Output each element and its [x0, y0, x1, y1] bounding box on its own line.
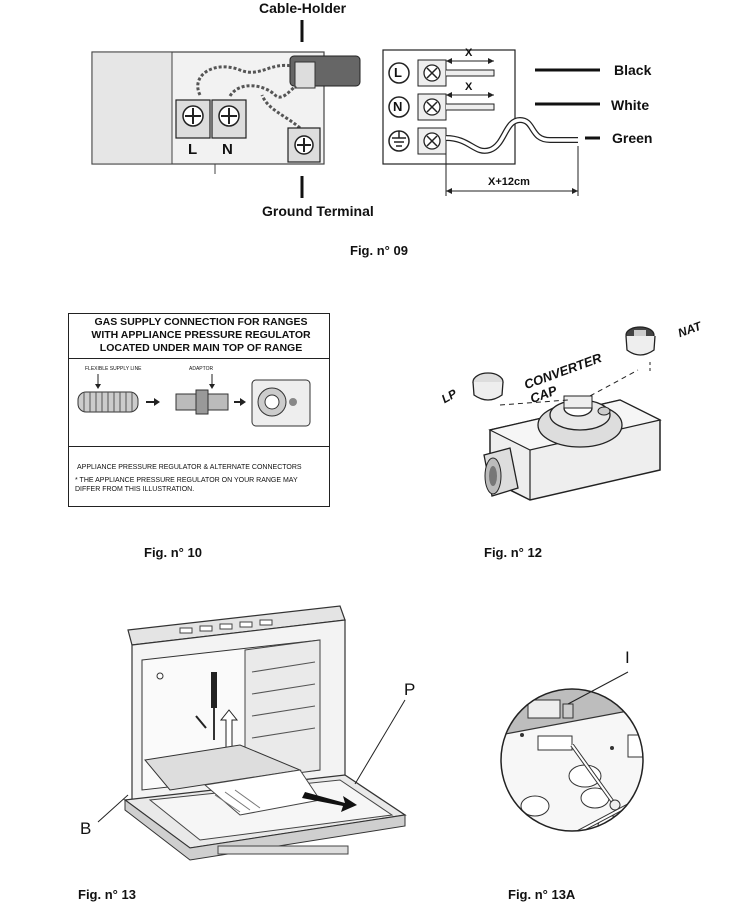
panel-footer-line2: * THE APPLIANCE PRESSURE REGULATOR ON YO…	[75, 477, 298, 493]
panel-heading: GAS SUPPLY CONNECTION FOR RANGES WITH AP…	[91, 316, 311, 354]
circle-n-label: N	[393, 99, 403, 114]
fig13-caption: Fig. n° 13	[78, 887, 136, 902]
fig12-caption: Fig. n° 12	[484, 545, 542, 560]
flexible-supply-line-label: FLEXIBLE SUPPLY LINE	[85, 366, 142, 372]
dimension-x-middle: X	[465, 81, 473, 93]
terminal-l-label: L	[188, 141, 198, 158]
fig10-caption: Fig. n° 10	[144, 545, 202, 560]
cable-holder-label: Cable-Holder	[259, 0, 347, 16]
dimension-x-plus-12cm: X+12cm	[488, 176, 530, 188]
panel-footer-line1: APPLIANCE PRESSURE REGULATOR & ALTERNATE…	[77, 464, 302, 471]
wire-white-label: White	[611, 97, 650, 113]
part-i-label: I	[625, 648, 630, 667]
fig09-caption: Fig. n° 09	[350, 243, 408, 258]
adaptor-label: ADAPTOR	[189, 366, 214, 372]
terminal-n-label: N	[222, 141, 233, 158]
dimension-x-top: X	[465, 47, 473, 59]
wire-black-label: Black	[614, 62, 652, 78]
wire-green-label: Green	[612, 130, 653, 146]
fig13a-caption: Fig. n° 13A	[508, 887, 576, 902]
ground-terminal-label: Ground Terminal	[262, 203, 374, 219]
circle-l-label: L	[394, 65, 402, 80]
part-p-label: P	[404, 680, 416, 699]
part-b-label: B	[80, 819, 92, 838]
